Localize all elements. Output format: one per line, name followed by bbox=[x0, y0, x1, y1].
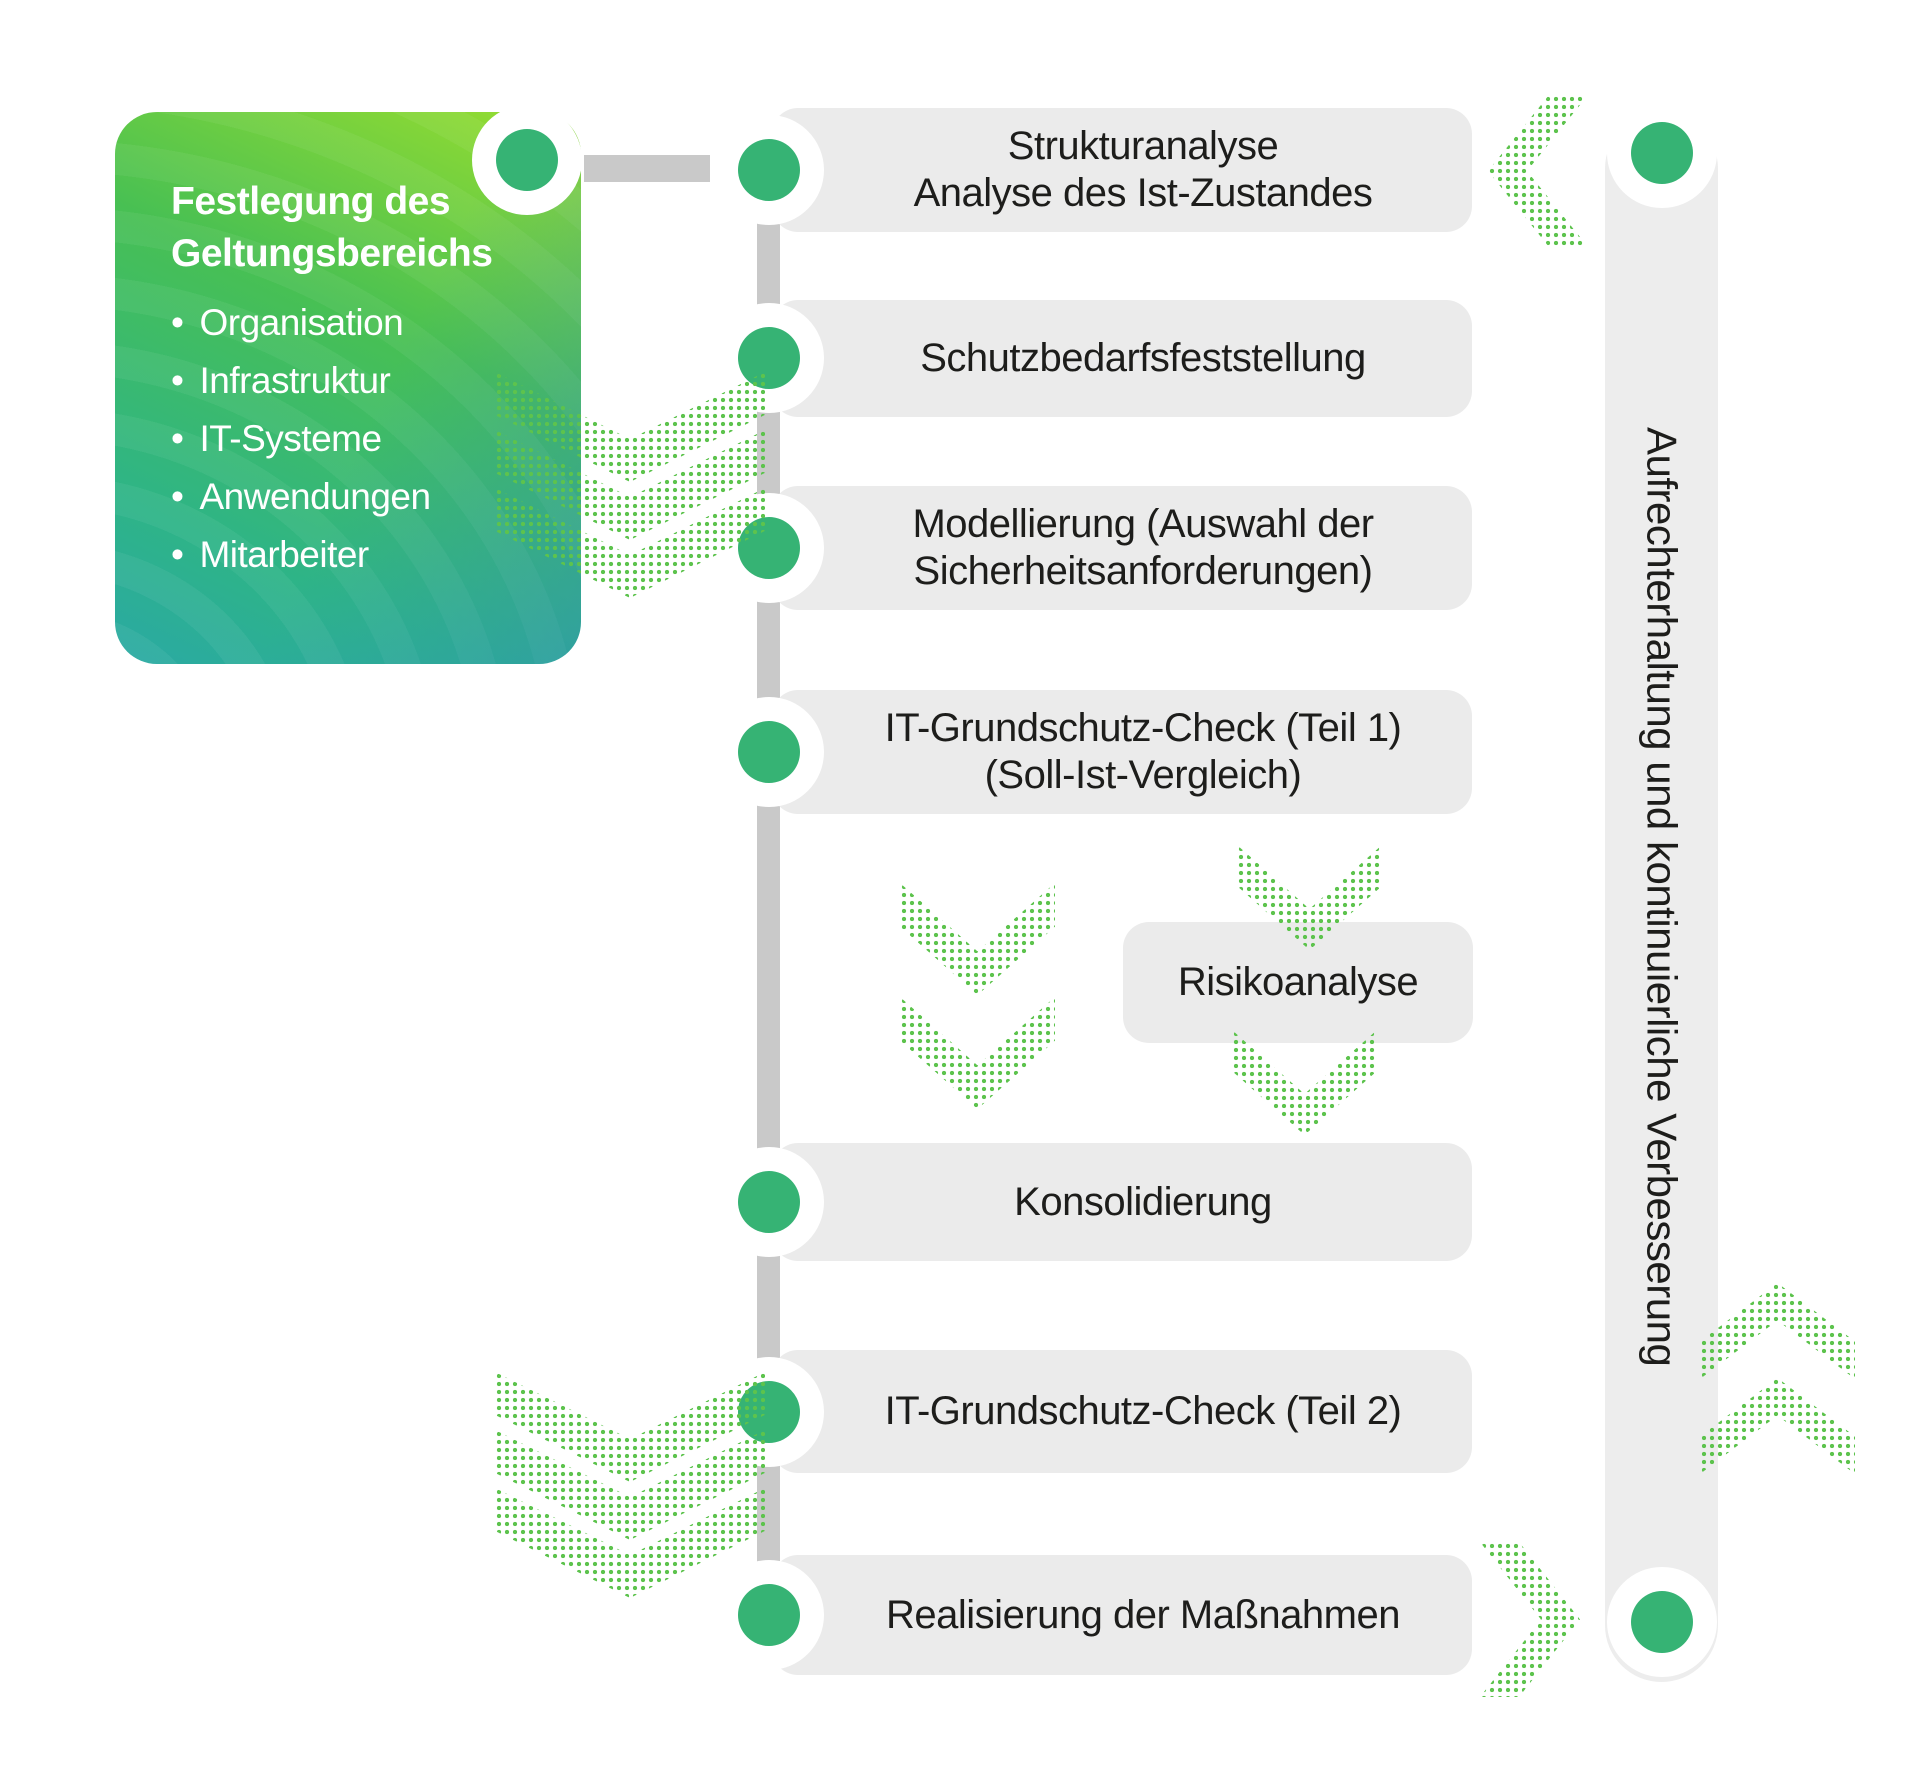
step-node-dot bbox=[738, 327, 800, 389]
scope-item-organisation: • Organisation bbox=[171, 294, 553, 352]
scope-node-dot bbox=[496, 129, 558, 191]
chevron-left-icon bbox=[1488, 95, 1588, 247]
scope-box: Festlegung des Geltungsbereichs • Organi… bbox=[115, 112, 581, 664]
bullet-icon: • bbox=[171, 418, 184, 459]
chevron-right-icon bbox=[1480, 1542, 1580, 1697]
scope-item-label: Mitarbeiter bbox=[199, 534, 369, 575]
step-box-grundschutz-check-teil2: IT-Grundschutz-Check (Teil 2) bbox=[772, 1350, 1472, 1473]
maintenance-node-dot-top bbox=[1631, 122, 1693, 184]
step-box-modellierung: Modellierung (Auswahl der Sicherheitsanf… bbox=[772, 486, 1472, 610]
step-label: Analyse des Ist-Zustandes bbox=[913, 171, 1373, 215]
scope-item-infrastruktur: • Infrastruktur bbox=[171, 352, 553, 410]
step-label: (Soll-Ist-Vergleich) bbox=[984, 753, 1302, 797]
step-box-grundschutz-check-teil1: IT-Grundschutz-Check (Teil 1) (Soll-Ist-… bbox=[772, 690, 1472, 814]
step-node-dot bbox=[738, 1584, 800, 1646]
bullet-icon: • bbox=[171, 534, 184, 575]
step-box-schutzbedarfsfeststellung: Schutzbedarfsfeststellung bbox=[772, 300, 1472, 417]
chevron-up-icon bbox=[1700, 1378, 1855, 1474]
scope-connector bbox=[584, 155, 710, 182]
scope-item-label: Organisation bbox=[199, 302, 404, 343]
chevron-up-icon bbox=[1700, 1283, 1855, 1379]
scope-title: Festlegung des Geltungsbereichs bbox=[171, 176, 553, 280]
scope-item-label: Anwendungen bbox=[199, 476, 431, 517]
scope-item-mitarbeiter: • Mitarbeiter bbox=[171, 526, 553, 584]
step-node-dot bbox=[738, 139, 800, 201]
scope-item-it-systeme: • IT-Systeme bbox=[171, 410, 553, 468]
maintenance-bar-label: Aufrechterhaltung und kontinuierliche Ve… bbox=[1638, 427, 1686, 1367]
step-label: Konsolidierung bbox=[1014, 1179, 1272, 1224]
step-label: IT-Grundschutz-Check (Teil 1) bbox=[884, 706, 1402, 750]
maintenance-node-dot-bottom bbox=[1631, 1591, 1693, 1653]
scope-item-label: Infrastruktur bbox=[199, 360, 391, 401]
step-label: Strukturanalyse bbox=[1007, 124, 1279, 168]
bullet-icon: • bbox=[171, 302, 184, 343]
chevron-down-icon bbox=[900, 997, 1055, 1109]
bullet-icon: • bbox=[171, 476, 184, 517]
step-label: Realisierung der Maßnahmen bbox=[886, 1592, 1400, 1637]
maintenance-bar: Aufrechterhaltung und kontinuierliche Ve… bbox=[1605, 112, 1718, 1682]
step-label: Schutzbedarfsfeststellung bbox=[920, 336, 1366, 380]
bullet-icon: • bbox=[171, 360, 184, 401]
scope-title-line1: Festlegung des bbox=[171, 180, 451, 223]
step-box-realisierung: Realisierung der Maßnahmen bbox=[772, 1555, 1472, 1675]
chevron-down-icon bbox=[1232, 1030, 1377, 1135]
scope-title-line2: Geltungsbereichs bbox=[171, 232, 493, 275]
step-label: Risikoanalyse bbox=[1177, 960, 1419, 1004]
step-node-dot bbox=[738, 1171, 800, 1233]
step-box-strukturanalyse: Strukturanalyse Analyse des Ist-Zustande… bbox=[772, 108, 1472, 232]
step-label: IT-Grundschutz-Check (Teil 2) bbox=[884, 1389, 1402, 1433]
step-box-konsolidierung: Konsolidierung bbox=[772, 1143, 1472, 1261]
step-label: Sicherheitsanforderungen) bbox=[913, 549, 1373, 593]
scope-item-label: IT-Systeme bbox=[199, 418, 382, 459]
step-box-risikoanalyse: Risikoanalyse bbox=[1123, 922, 1473, 1043]
chevron-down-icon bbox=[900, 883, 1055, 995]
step-label: Modellierung (Auswahl der bbox=[912, 502, 1374, 546]
scope-item-anwendungen: • Anwendungen bbox=[171, 468, 553, 526]
step-node-dot bbox=[738, 721, 800, 783]
